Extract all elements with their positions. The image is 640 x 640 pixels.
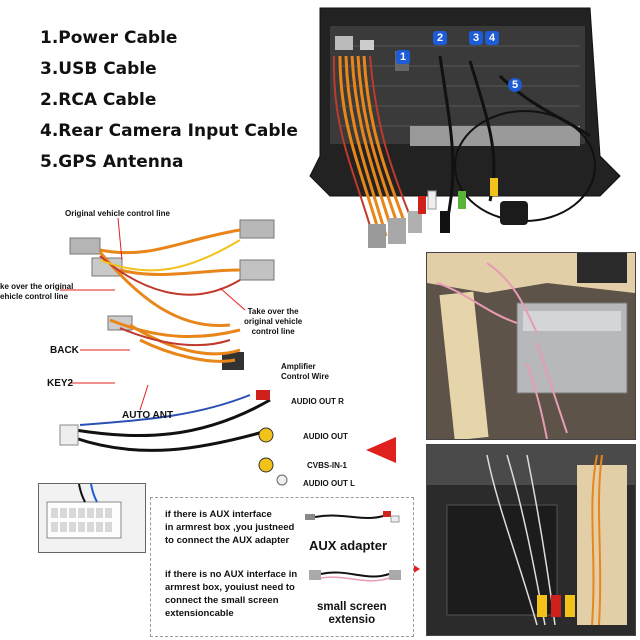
aux-info-box: if there is AUX interface in armrest box… [150, 497, 414, 637]
harness-diagram [59, 217, 288, 486]
legend-usb-cable: 3.USB Cable [40, 59, 157, 79]
badge-2: 2 [433, 31, 447, 45]
wiring-install-photo [426, 444, 636, 636]
badge-3: 3 [469, 31, 483, 45]
label-amplifier: Amplifier Control Wire [281, 362, 329, 381]
label-back: BACK [50, 345, 79, 356]
label-take-over-right: Take over the original vehicle control l… [244, 307, 303, 336]
legend-power-cable: 1.Power Cable [40, 28, 178, 48]
badge-1: 1 [396, 50, 410, 64]
connector-closeup-illustration [39, 484, 145, 552]
badge-4: 4 [485, 31, 499, 45]
legend-gps-antenna: 5.GPS Antenna [40, 152, 184, 172]
label-audio-out: AUDIO OUT [303, 432, 348, 441]
legend-rca-cable: 2.RCA Cable [40, 90, 157, 110]
no-aux-title: small screen extensio [317, 601, 387, 626]
label-take-over-left: ke over the original ehicle control line [0, 282, 74, 301]
head-unit-photo [300, 6, 634, 250]
wiring-install-illustration [427, 445, 635, 635]
dashboard-install-photo [426, 252, 636, 440]
label-original-control: Original vehicle control line [65, 209, 170, 218]
label-audio-out-l: AUDIO OUT L [303, 479, 355, 488]
head-unit-illustration [300, 6, 634, 250]
aux-text: if there is AUX interface in armrest box… [165, 509, 295, 546]
screen-extension-illustration [309, 570, 401, 582]
label-auto-ant: AUTO ANT [122, 410, 174, 421]
no-aux-text: if there is no AUX interface in armrest … [165, 569, 298, 619]
connector-closeup-photo [38, 483, 146, 553]
arrow-left-icon [366, 437, 396, 463]
aux-adapter-illustration [305, 511, 400, 523]
label-key2: KEY2 [47, 378, 74, 389]
dashboard-install-illustration [427, 253, 635, 439]
legend-rear-camera-cable: 4.Rear Camera Input Cable [40, 121, 298, 141]
label-cvbs-in: CVBS-IN-1 [307, 461, 348, 470]
badge-5: 5 [508, 78, 522, 92]
label-audio-out-r: AUDIO OUT R [291, 397, 344, 406]
aux-title: AUX adapter [309, 538, 388, 553]
